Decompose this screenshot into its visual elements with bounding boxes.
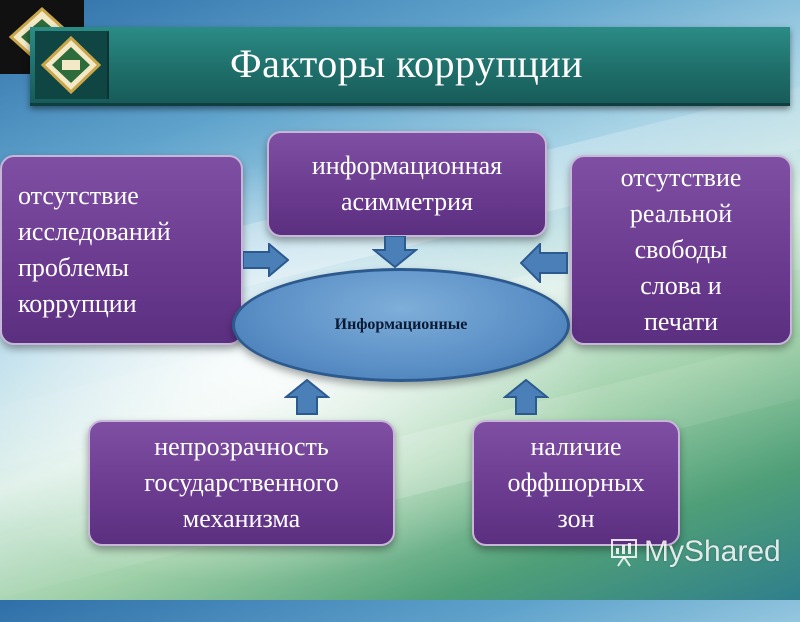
factor-line: отсутствие bbox=[620, 163, 742, 192]
emblem-icon bbox=[40, 35, 102, 95]
factor-line: коррупции bbox=[18, 289, 137, 318]
center-label: Информационные bbox=[334, 316, 468, 333]
watermark: MyShared bbox=[610, 532, 781, 572]
factor-line: асимметрия bbox=[340, 187, 473, 216]
factor-box-bottom-left: непрозрачность государственного механизм… bbox=[88, 420, 395, 546]
arrow-up-icon bbox=[284, 379, 330, 415]
factor-line: слова и bbox=[640, 271, 722, 300]
watermark-text: MyShared bbox=[644, 535, 781, 568]
factor-line: наличие bbox=[530, 432, 622, 461]
arrow-up-icon bbox=[503, 379, 549, 415]
factor-line: оффшорных bbox=[507, 468, 645, 497]
arrow-left-icon bbox=[520, 243, 568, 283]
presentation-icon bbox=[611, 539, 637, 567]
factor-box-left: отсутствие исследований проблемы коррупц… bbox=[0, 155, 243, 345]
factor-line: реальной bbox=[629, 199, 733, 228]
factor-line: государственного bbox=[144, 468, 339, 497]
arrow-down-icon bbox=[372, 236, 418, 268]
factor-line: печати bbox=[643, 307, 718, 336]
factor-line: зон bbox=[557, 504, 595, 533]
title-bar: Факторы коррупции bbox=[30, 27, 790, 106]
factor-box-bottom-right: наличие оффшорных зон bbox=[472, 420, 680, 546]
factor-box-right: отсутствие реальной свободы слова и печа… bbox=[570, 155, 792, 345]
center-ellipse: Информационные bbox=[232, 268, 570, 382]
factor-line: проблемы bbox=[18, 253, 129, 282]
factor-box-top: информационная асимметрия bbox=[267, 131, 547, 237]
factor-line: отсутствие bbox=[18, 181, 139, 210]
arrow-right-icon bbox=[243, 243, 289, 277]
factor-line: непрозрачность bbox=[154, 432, 329, 461]
factor-line: исследований bbox=[18, 217, 171, 246]
page-title: Факторы коррупции bbox=[230, 41, 584, 86]
factor-line: информационная bbox=[311, 151, 503, 180]
factor-line: механизма bbox=[182, 504, 301, 533]
title-logo bbox=[35, 31, 109, 99]
factor-line: свободы bbox=[634, 235, 728, 264]
